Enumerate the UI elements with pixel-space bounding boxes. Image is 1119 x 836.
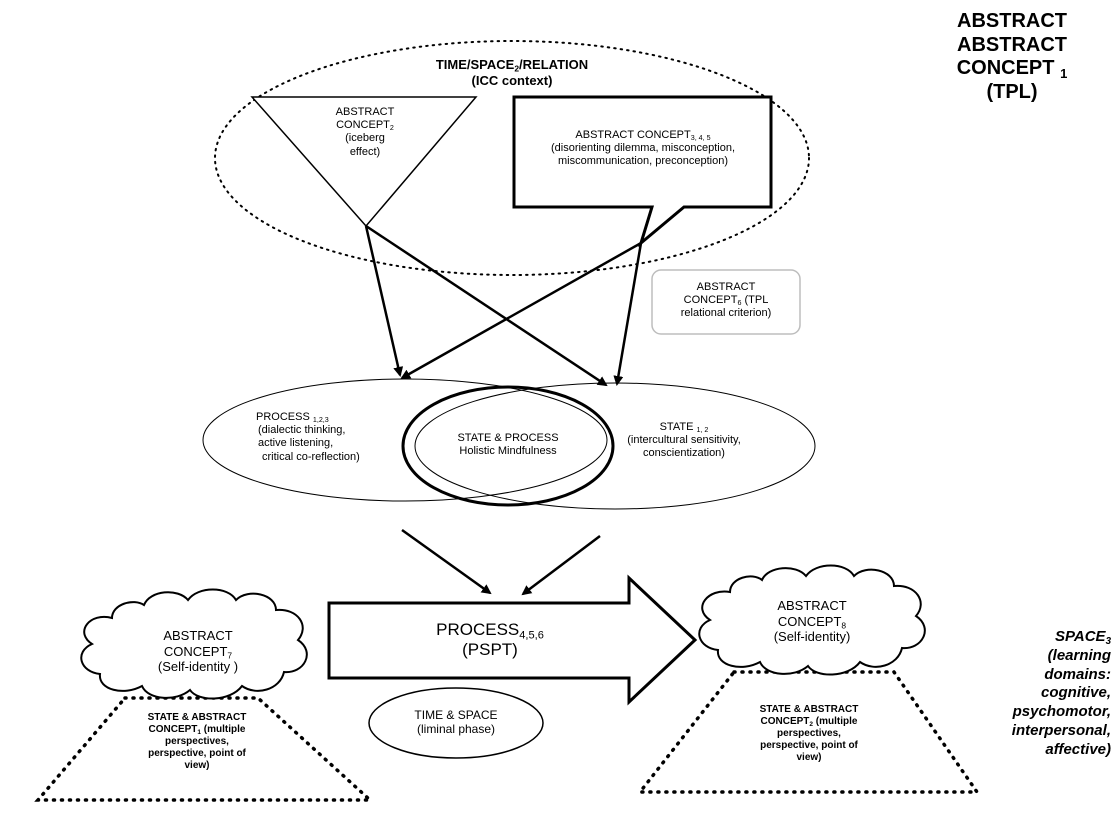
- ac2-label: ABSTRACT CONCEPT2 (iceberg effect): [335, 106, 395, 158]
- process456-label: PROCESS4,5,6 (PSPT): [436, 620, 544, 660]
- arrow-tri-to-state: [365, 224, 608, 387]
- state-ellipse: [414, 382, 816, 510]
- time-space-label: TIME & SPACE (liminal phase): [414, 708, 498, 737]
- pspt-block-arrow: [327, 574, 698, 706]
- arrow-process-to-pspt: [401, 528, 492, 595]
- arrow-callout-to-process: [400, 241, 642, 380]
- state-process-label: STATE & PROCESS Holistic Mindfulness: [457, 432, 559, 458]
- callout-box: [512, 95, 773, 248]
- right-cloud: [698, 564, 926, 676]
- title-abstract-concept-1: ABSTRACT ABSTRACT CONCEPT 1 (TPL): [956, 10, 1068, 103]
- ac6-box: [651, 269, 801, 335]
- process123-label: PROCESS 1,2,3 (dialectic thinking, activ…: [256, 411, 360, 463]
- time-space-ellipse: [368, 687, 544, 759]
- ac6-label: ABSTRACT CONCEPT6 (TPL relational criter…: [680, 281, 772, 320]
- ac8-label: ABSTRACT CONCEPT8 (Self-identity): [773, 598, 851, 645]
- context-label: TIME/SPACE2/RELATION (ICC context): [435, 57, 589, 88]
- ac7-label: ABSTRACT CONCEPT7 (Self-identity ): [157, 628, 239, 675]
- context-ellipse: [214, 40, 810, 276]
- ac345-label: ABSTRACT CONCEPT3, 4, 5 (disorienting di…: [550, 129, 736, 168]
- arrow-tri-to-process: [364, 225, 404, 377]
- state12-label: STATE 1, 2 (intercultural sensitivity, c…: [627, 421, 741, 460]
- arrow-callout-to-state: [613, 242, 643, 386]
- arrow-state-to-pspt: [521, 535, 601, 596]
- left-cloud: [80, 588, 308, 700]
- mindfulness-ellipse: [401, 385, 615, 507]
- process-ellipse: [202, 378, 608, 502]
- right-triangle-label: STATE & ABSTRACT CONCEPT2 (multiple pers…: [759, 704, 859, 763]
- space3-label: SPACE3 (learning domains: cognitive, psy…: [1011, 628, 1111, 758]
- left-triangle-label: STATE & ABSTRACT CONCEPT1 (multiple pers…: [147, 712, 247, 771]
- iceberg-triangle: [250, 96, 478, 228]
